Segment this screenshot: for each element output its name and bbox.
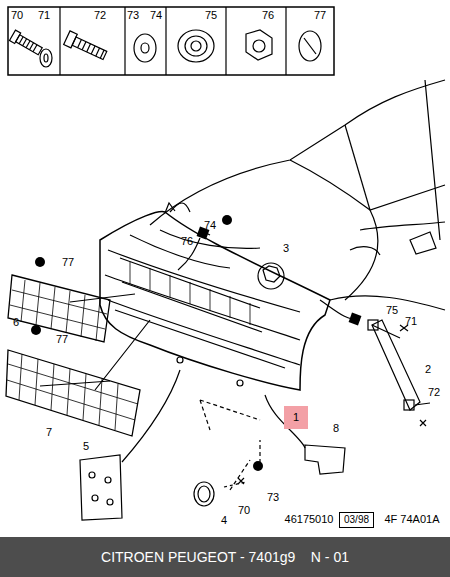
node-text: 03/98 — [343, 514, 370, 526]
node-text: CITROEN PEUGEOT - 7401g9 N - 01 — [101, 549, 349, 565]
callout-number: 73 — [126, 9, 140, 21]
callout-number: 8 — [332, 422, 340, 434]
callout-number: 76 — [261, 9, 275, 21]
callout-number: 2 — [424, 363, 432, 375]
callout-number: 46175010 — [284, 513, 335, 525]
date-box: 03/98 — [339, 512, 374, 528]
callout-number: 73 — [266, 491, 280, 503]
callout-number: 71 — [404, 315, 418, 327]
callout-number: 6 — [12, 316, 20, 328]
callout-number: 72 — [427, 386, 441, 398]
callout-box: 1 — [284, 406, 308, 429]
callout-number: 4 — [220, 514, 228, 526]
callout-number: 71 — [37, 9, 51, 21]
callout-number: 70 — [237, 504, 251, 516]
callout-number: 74 — [149, 9, 163, 21]
callout-number: 70 — [10, 9, 24, 21]
callout-number: 4F 74A01A — [383, 513, 440, 525]
callout-number: 77 — [55, 333, 69, 345]
callout-number: 3 — [282, 242, 290, 254]
callout-number: 75 — [204, 9, 218, 21]
callout-number: 77 — [61, 256, 75, 268]
callout-number: 74 — [203, 219, 217, 231]
callout-number: 7 — [45, 426, 53, 438]
callout-number: 72 — [93, 9, 107, 21]
callout-number: 76 — [180, 235, 194, 247]
node-text: 1 — [291, 411, 301, 424]
callout-number: 75 — [385, 304, 399, 316]
callout-number: 5 — [82, 440, 90, 452]
callout-number: 77 — [313, 9, 327, 21]
footer-band: CITROEN PEUGEOT - 7401g9 N - 01 — [0, 537, 450, 577]
